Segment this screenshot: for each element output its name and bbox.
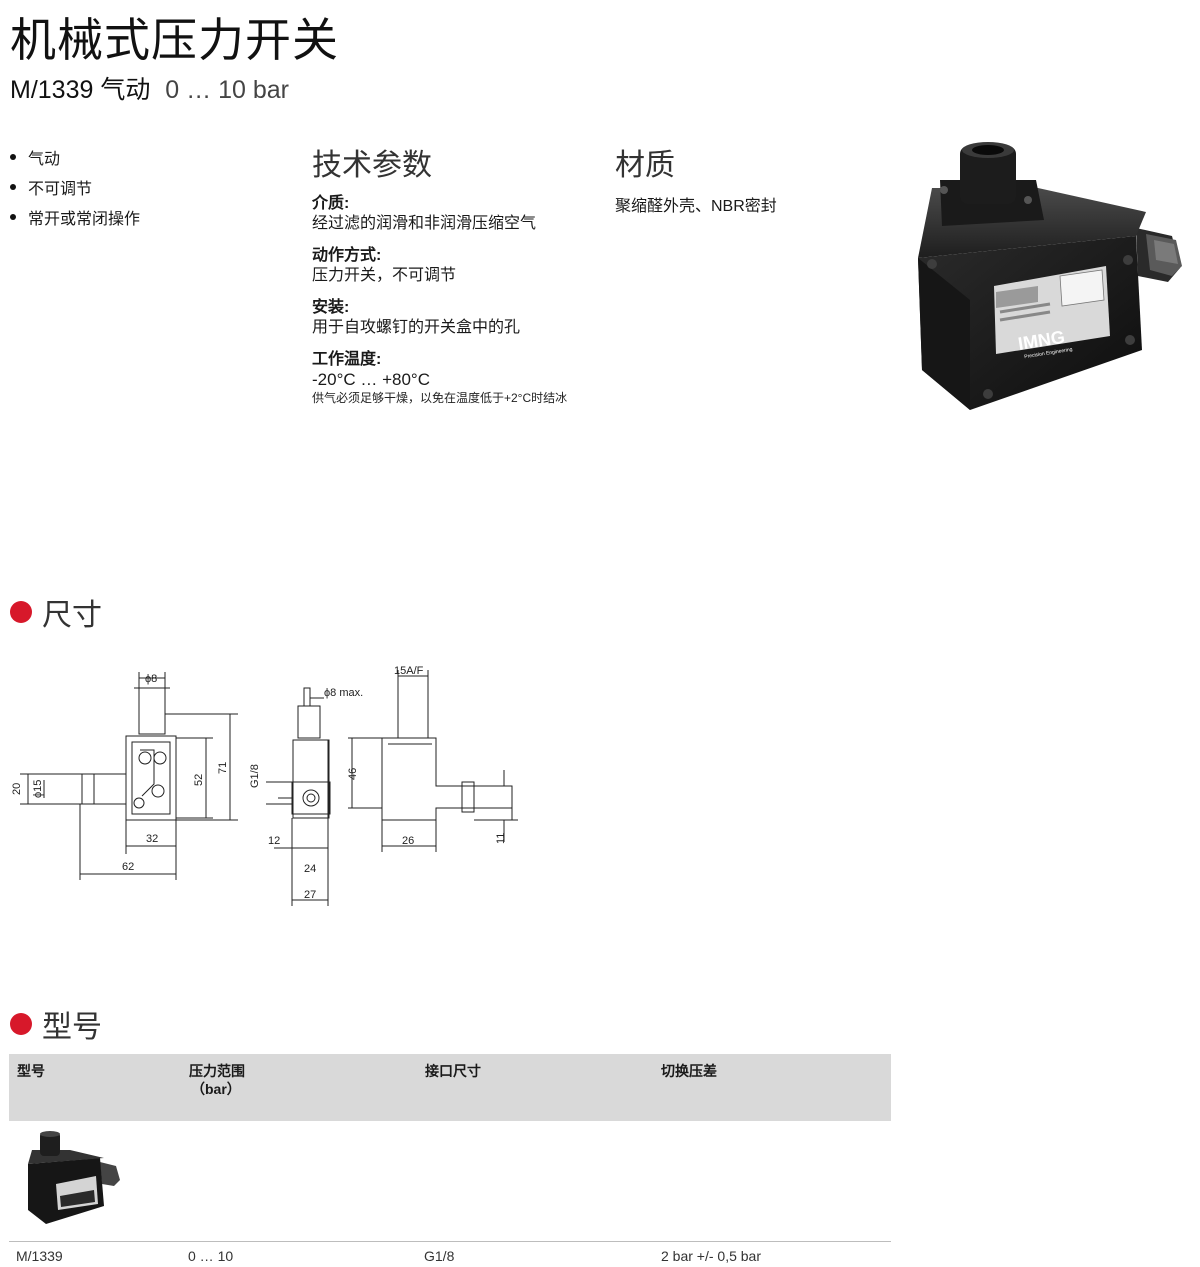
dimensions-title: 尺寸 bbox=[42, 599, 102, 632]
mounting-label: 安装: bbox=[312, 299, 350, 316]
dim-20: 20 bbox=[11, 783, 23, 795]
operation-value: 压力开关，不可调节 bbox=[312, 267, 457, 284]
dimensions-section-header: 尺寸 bbox=[10, 590, 102, 634]
dim-46: 46 bbox=[347, 768, 359, 780]
col-model: 型号 bbox=[17, 1063, 45, 1079]
temperature-label: 工作温度: bbox=[312, 351, 382, 368]
tech-specs: 介质: 经过滤的润滑和非润滑压缩空气 动作方式: 压力开关，不可调节 安装: 用… bbox=[312, 194, 602, 406]
red-dot-icon bbox=[10, 601, 32, 623]
dim-62: 62 bbox=[122, 861, 134, 873]
dim-26: 26 bbox=[402, 835, 414, 847]
bullet-icon bbox=[10, 214, 16, 220]
dim-11: 11 bbox=[495, 833, 507, 844]
dim-phi15: ϕ15 bbox=[32, 780, 44, 798]
cell-model: M/1339 bbox=[16, 1248, 63, 1264]
model-name: M/1339 气动 bbox=[10, 76, 151, 104]
col-port: 接口尺寸 bbox=[425, 1063, 481, 1079]
product-photo: IMNG Precision Engineering bbox=[918, 142, 1182, 410]
col-range: 压力范围 （bar） bbox=[189, 1063, 245, 1097]
medium-value: 经过滤的润滑和非润滑压缩空气 bbox=[312, 215, 537, 232]
temperature-note: 供气必须足够干燥，以免在温度低于+2°C时结冰 bbox=[312, 391, 568, 405]
cell-diff: 2 bar +/- 0,5 bar bbox=[661, 1248, 762, 1264]
col-diff: 切换压差 bbox=[661, 1063, 717, 1079]
mounting-value: 用于自攻螺钉的开关盒中的孔 bbox=[312, 319, 521, 336]
models-title: 型号 bbox=[42, 1011, 102, 1044]
material-heading: 材质 bbox=[615, 149, 675, 182]
product-subtitle: M/1339 气动 0 … 10 bar bbox=[10, 70, 289, 106]
dim-12: 12 bbox=[268, 835, 280, 847]
dim-24: 24 bbox=[304, 863, 316, 875]
dim-71: 71 bbox=[217, 762, 229, 774]
dim-52: 52 bbox=[193, 774, 205, 786]
tech-heading: 技术参数 bbox=[312, 149, 432, 182]
dim-32: 32 bbox=[146, 833, 158, 845]
dim-phi8-max: ϕ8 max. bbox=[324, 687, 363, 699]
red-dot-icon bbox=[10, 1013, 32, 1035]
feature-item: 不可调节 bbox=[10, 172, 140, 202]
bullet-icon bbox=[10, 184, 16, 190]
dim-27: 27 bbox=[304, 889, 316, 901]
table-header: 型号 压力范围 （bar） 接口尺寸 切换压差 bbox=[9, 1054, 891, 1121]
material-value: 聚缩醛外壳、NBR密封 bbox=[615, 198, 777, 215]
row-divider bbox=[9, 1241, 891, 1242]
models-section-header: 型号 bbox=[10, 1002, 102, 1046]
bullet-icon bbox=[10, 154, 16, 160]
dimension-drawing: ϕ8 ϕ8 max. 15A/F 20 ϕ15 52 71 32 62 G1/8… bbox=[11, 665, 518, 906]
feature-item: 气动 bbox=[10, 142, 140, 172]
feature-item: 常开或常闭操作 bbox=[10, 202, 140, 232]
dim-15af: 15A/F bbox=[394, 665, 424, 677]
product-thumbnail bbox=[28, 1131, 120, 1224]
cell-range: 0 … 10 bbox=[188, 1248, 234, 1264]
cell-port: G1/8 bbox=[424, 1248, 455, 1264]
page-title: 机械式压力开关 bbox=[10, 14, 339, 66]
temperature-value: -20°C … +80°C bbox=[312, 370, 431, 389]
pressure-range: 0 … 10 bar bbox=[165, 76, 289, 104]
medium-label: 介质: bbox=[312, 195, 350, 212]
dim-g18: G1/8 bbox=[249, 764, 261, 788]
feature-list: 气动 不可调节 常开或常闭操作 bbox=[10, 142, 140, 232]
operation-label: 动作方式: bbox=[312, 247, 382, 264]
dim-phi8: ϕ8 bbox=[145, 673, 157, 685]
